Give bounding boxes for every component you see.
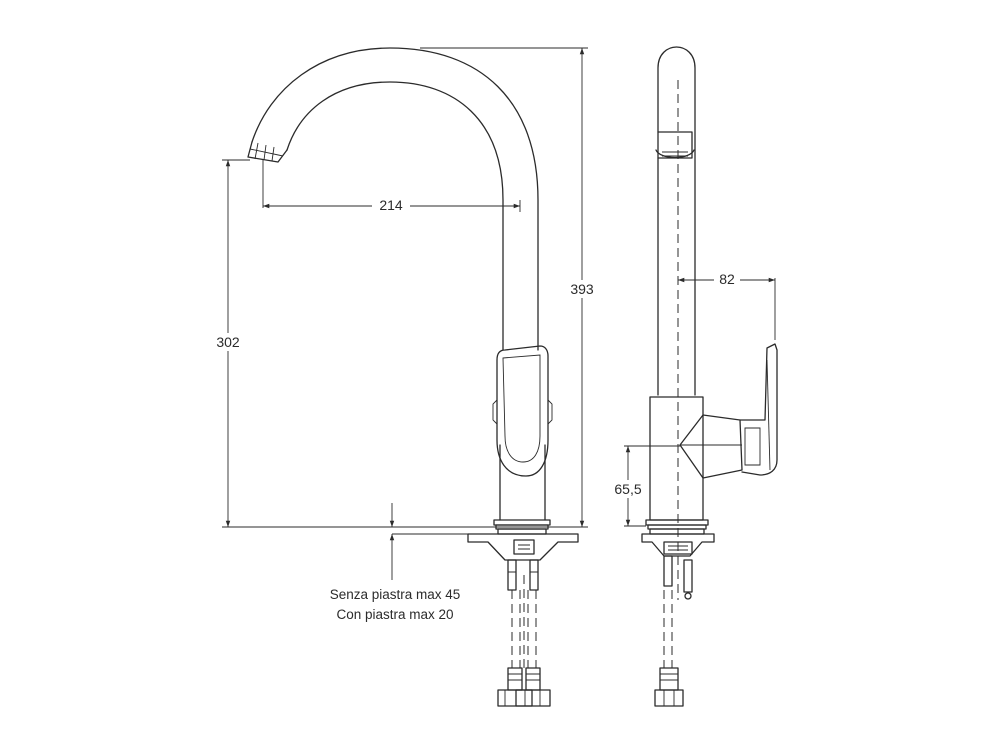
side-aerator — [655, 131, 695, 159]
spout-inner-contour — [286, 81, 504, 351]
side-mounting-plate — [641, 533, 715, 557]
aerator-tip — [247, 141, 288, 163]
side-studs — [663, 555, 693, 600]
front-supply-hoses — [511, 575, 537, 668]
front-view — [247, 47, 579, 707]
spout-outer-contour — [251, 47, 539, 351]
dimension-side-offset: 82 — [719, 271, 735, 287]
note-with-plate: Con piastra max 20 — [336, 607, 453, 622]
front-body — [499, 444, 546, 521]
side-view — [641, 46, 778, 707]
front-mounting-plate — [467, 533, 579, 561]
dimension-body-height: 65,5 — [614, 481, 641, 497]
front-fixing-nut — [513, 539, 535, 555]
note-without-plate: Senza piastra max 45 — [330, 587, 461, 602]
side-base-rings — [645, 519, 709, 535]
side-lever — [739, 343, 778, 476]
dimension-spout-height: 302 — [216, 334, 240, 350]
side-spout-column — [657, 46, 696, 396]
side-supply-hose — [654, 590, 684, 707]
side-cartridge-housing — [679, 414, 743, 479]
dimension-reach: 214 — [379, 197, 403, 213]
side-view-dimensions — [624, 277, 776, 527]
dimension-total-height: 393 — [570, 281, 594, 297]
front-studs — [507, 559, 539, 591]
front-lever-handle — [492, 345, 553, 477]
front-hose-fittings — [497, 667, 551, 707]
front-view-dimensions — [222, 47, 588, 580]
side-body-block — [649, 396, 704, 521]
